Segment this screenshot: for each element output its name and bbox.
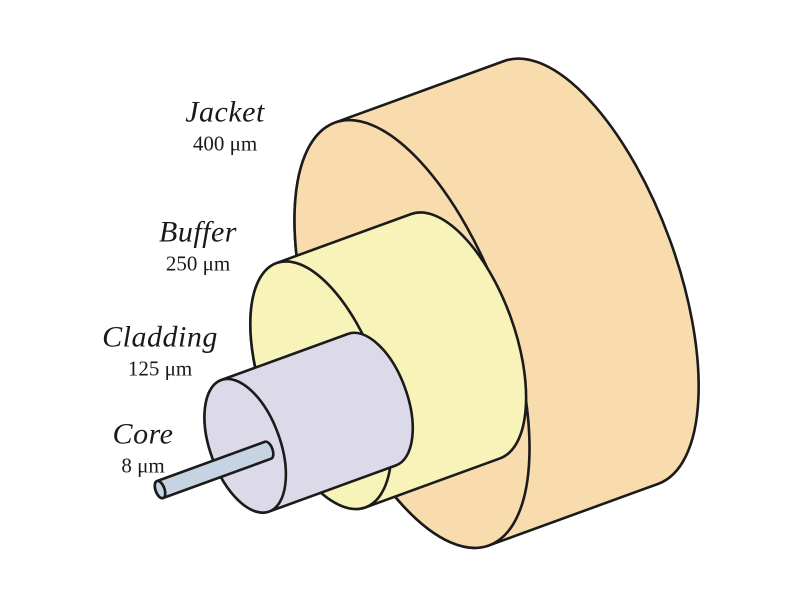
jacket-label: Jacket 400 μm — [185, 95, 265, 156]
cladding-size: 125 μm — [127, 356, 193, 381]
cladding-front-face — [203, 377, 288, 514]
core-name: Core — [112, 417, 174, 451]
cladding-label: Cladding 125 μm — [102, 320, 218, 381]
buffer-label: Buffer 250 μm — [159, 215, 237, 276]
jacket-name: Jacket — [185, 95, 265, 129]
cladding-name: Cladding — [102, 320, 218, 354]
buffer-name: Buffer — [159, 215, 237, 249]
jacket-size: 400 μm — [192, 131, 258, 156]
core-label: Core 8 μm — [112, 417, 174, 478]
core-size: 8 μm — [121, 453, 165, 478]
buffer-size: 250 μm — [165, 251, 231, 276]
core-front-face — [153, 479, 167, 500]
